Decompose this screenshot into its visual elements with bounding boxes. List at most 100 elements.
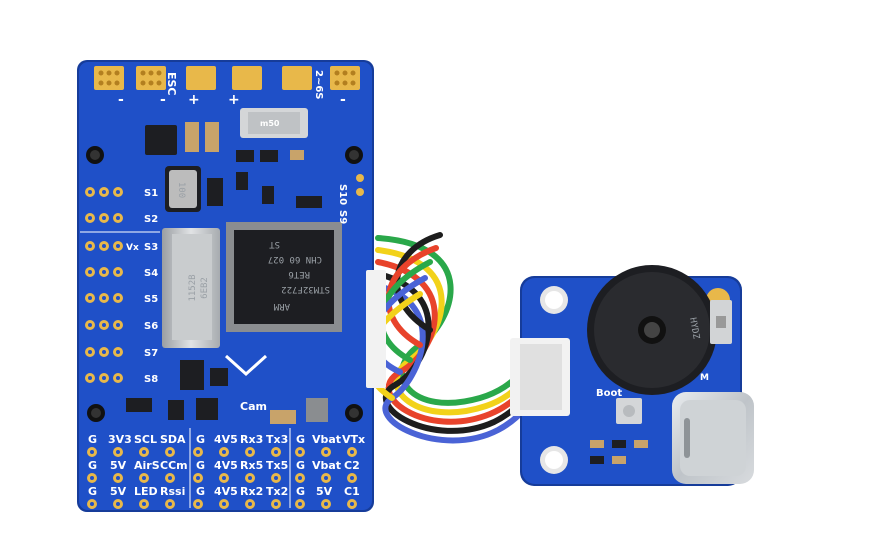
label-s8: S8 [144, 374, 158, 385]
hdr-r2-c5: G [196, 459, 205, 472]
header-pad-hole [196, 502, 200, 506]
hdr-r1-c9: G [296, 433, 305, 446]
sd-card-slot: 1152B 6EB2 [162, 228, 220, 348]
header-pad-hole [196, 476, 200, 480]
mcu-chip: ARM STM32F722 RET6 CHN 60 027 ST [226, 222, 342, 332]
label-s1: S1 [144, 188, 158, 199]
mcu-line-1: ARM [273, 301, 290, 311]
esc-pads [94, 66, 360, 90]
mounting-holes [86, 146, 363, 422]
header-pad-hole [116, 502, 120, 506]
hdr-r3-c7: Rx2 [240, 485, 263, 498]
hdr-r2-c4: CCm [160, 459, 188, 472]
lower-components [126, 354, 328, 424]
cam-label: Cam [240, 400, 267, 413]
hdr-r3-c2: 5V [110, 485, 127, 498]
hdr-r1-c3: SCL [134, 433, 157, 446]
hdr-r3-c5: G [196, 485, 205, 498]
hdr-r1-c7: Rx3 [240, 433, 263, 446]
header-pad-hole [90, 476, 94, 480]
header-pad-hole [142, 476, 146, 480]
plus-label-a: + [188, 92, 200, 108]
mcu-line-5: ST [269, 239, 280, 249]
label-s9: S9 [337, 210, 348, 224]
header-pad-hole [350, 476, 354, 480]
header-pad-hole [90, 450, 94, 454]
minus-label-a: - [118, 92, 124, 108]
header-label-grid: G 3V3 SCL SDA G 4V5 Rx3 Tx3 G Vbat VTx G… [88, 433, 365, 498]
hdr-r2-c7: Rx5 [240, 459, 263, 472]
hdr-r2-c6: 4V5 [214, 459, 238, 472]
hdr-r3-c8: Tx2 [266, 485, 288, 498]
shunt-label: m50 [260, 119, 280, 128]
bottom-header-pads [87, 447, 357, 509]
hdr-r2-c11: C2 [344, 459, 360, 472]
hdr-r2-c3: AirS [134, 459, 160, 472]
buzzer-board: HYDZ Boot M [510, 265, 754, 486]
header-pad-hole [116, 450, 120, 454]
header-pad-hole [274, 502, 278, 506]
esc-label: ESC [165, 72, 178, 96]
inductor-label: 100 [176, 182, 186, 198]
label-s3: S3 [144, 242, 158, 253]
header-pad-hole [90, 502, 94, 506]
wire-harness [364, 223, 551, 444]
label-s10: S10 [337, 184, 348, 205]
hdr-r2-c1: G [88, 459, 97, 472]
buzzer: HYDZ [587, 265, 717, 395]
minus-label-c: - [340, 92, 346, 108]
flight-controller-board: ESC 2~6S + + - - - m50 100 [77, 60, 386, 512]
header-pad-hole [142, 450, 146, 454]
label-s6: S6 [144, 321, 158, 332]
hdr-r1-c8: Tx3 [266, 433, 288, 446]
hdr-r1-c1: G [88, 433, 97, 446]
hdr-r1-c10: Vbat [312, 433, 341, 446]
header-pad-hole [222, 502, 226, 506]
header-pad-hole [274, 476, 278, 480]
header-pad-hole [222, 476, 226, 480]
header-pad-hole [248, 476, 252, 480]
cells-label: 2~6S [313, 70, 324, 100]
hdr-r3-c1: G [88, 485, 97, 498]
header-pad-hole [350, 502, 354, 506]
hdr-r3-c6: 4V5 [214, 485, 238, 498]
header-pad-hole [248, 450, 252, 454]
label-s2: S2 [144, 214, 158, 225]
header-pad-hole [324, 502, 328, 506]
mcu-line-2: STM32F722 [281, 284, 330, 294]
header-pad-hole [274, 450, 278, 454]
sd-card-line-1: 1152B [188, 274, 198, 301]
hdr-r1-c4: SDA [160, 433, 186, 446]
hdr-r3-c4: Rssi [160, 485, 185, 498]
plus-label-b: + [228, 92, 240, 108]
minus-label-b: - [160, 92, 166, 108]
label-s5: S5 [144, 294, 158, 305]
mcu-line-4: CHN 60 027 [268, 254, 322, 264]
hdr-r3-c11: C1 [344, 485, 360, 498]
hdr-r1-c2: 3V3 [108, 433, 132, 446]
header-pad-hole [168, 502, 172, 506]
header-pad-hole [116, 476, 120, 480]
boot-label: Boot [596, 388, 622, 399]
power-components: m50 100 [145, 108, 364, 212]
mcu-line-3: RET6 [288, 269, 310, 279]
hdr-r3-c9: G [296, 485, 305, 498]
header-pad-hole [196, 450, 200, 454]
side-label: M [700, 373, 709, 383]
hdr-r3-c3: LED [134, 485, 158, 498]
header-pad-hole [168, 476, 172, 480]
hdr-r1-c11: VTx [342, 433, 365, 446]
hdr-r2-c10: Vbat [312, 459, 341, 472]
row-label-vx: Vx [126, 243, 139, 253]
header-pad-hole [168, 450, 172, 454]
buzzer-label: HYDZ [687, 317, 701, 341]
header-pad-hole [350, 450, 354, 454]
header-pad-hole [324, 476, 328, 480]
header-pad-hole [142, 502, 146, 506]
header-pad-hole [222, 450, 226, 454]
hdr-r2-c8: Tx5 [266, 459, 288, 472]
header-pad-hole [324, 450, 328, 454]
header-pad-hole [298, 476, 302, 480]
hdr-r2-c2: 5V [110, 459, 127, 472]
